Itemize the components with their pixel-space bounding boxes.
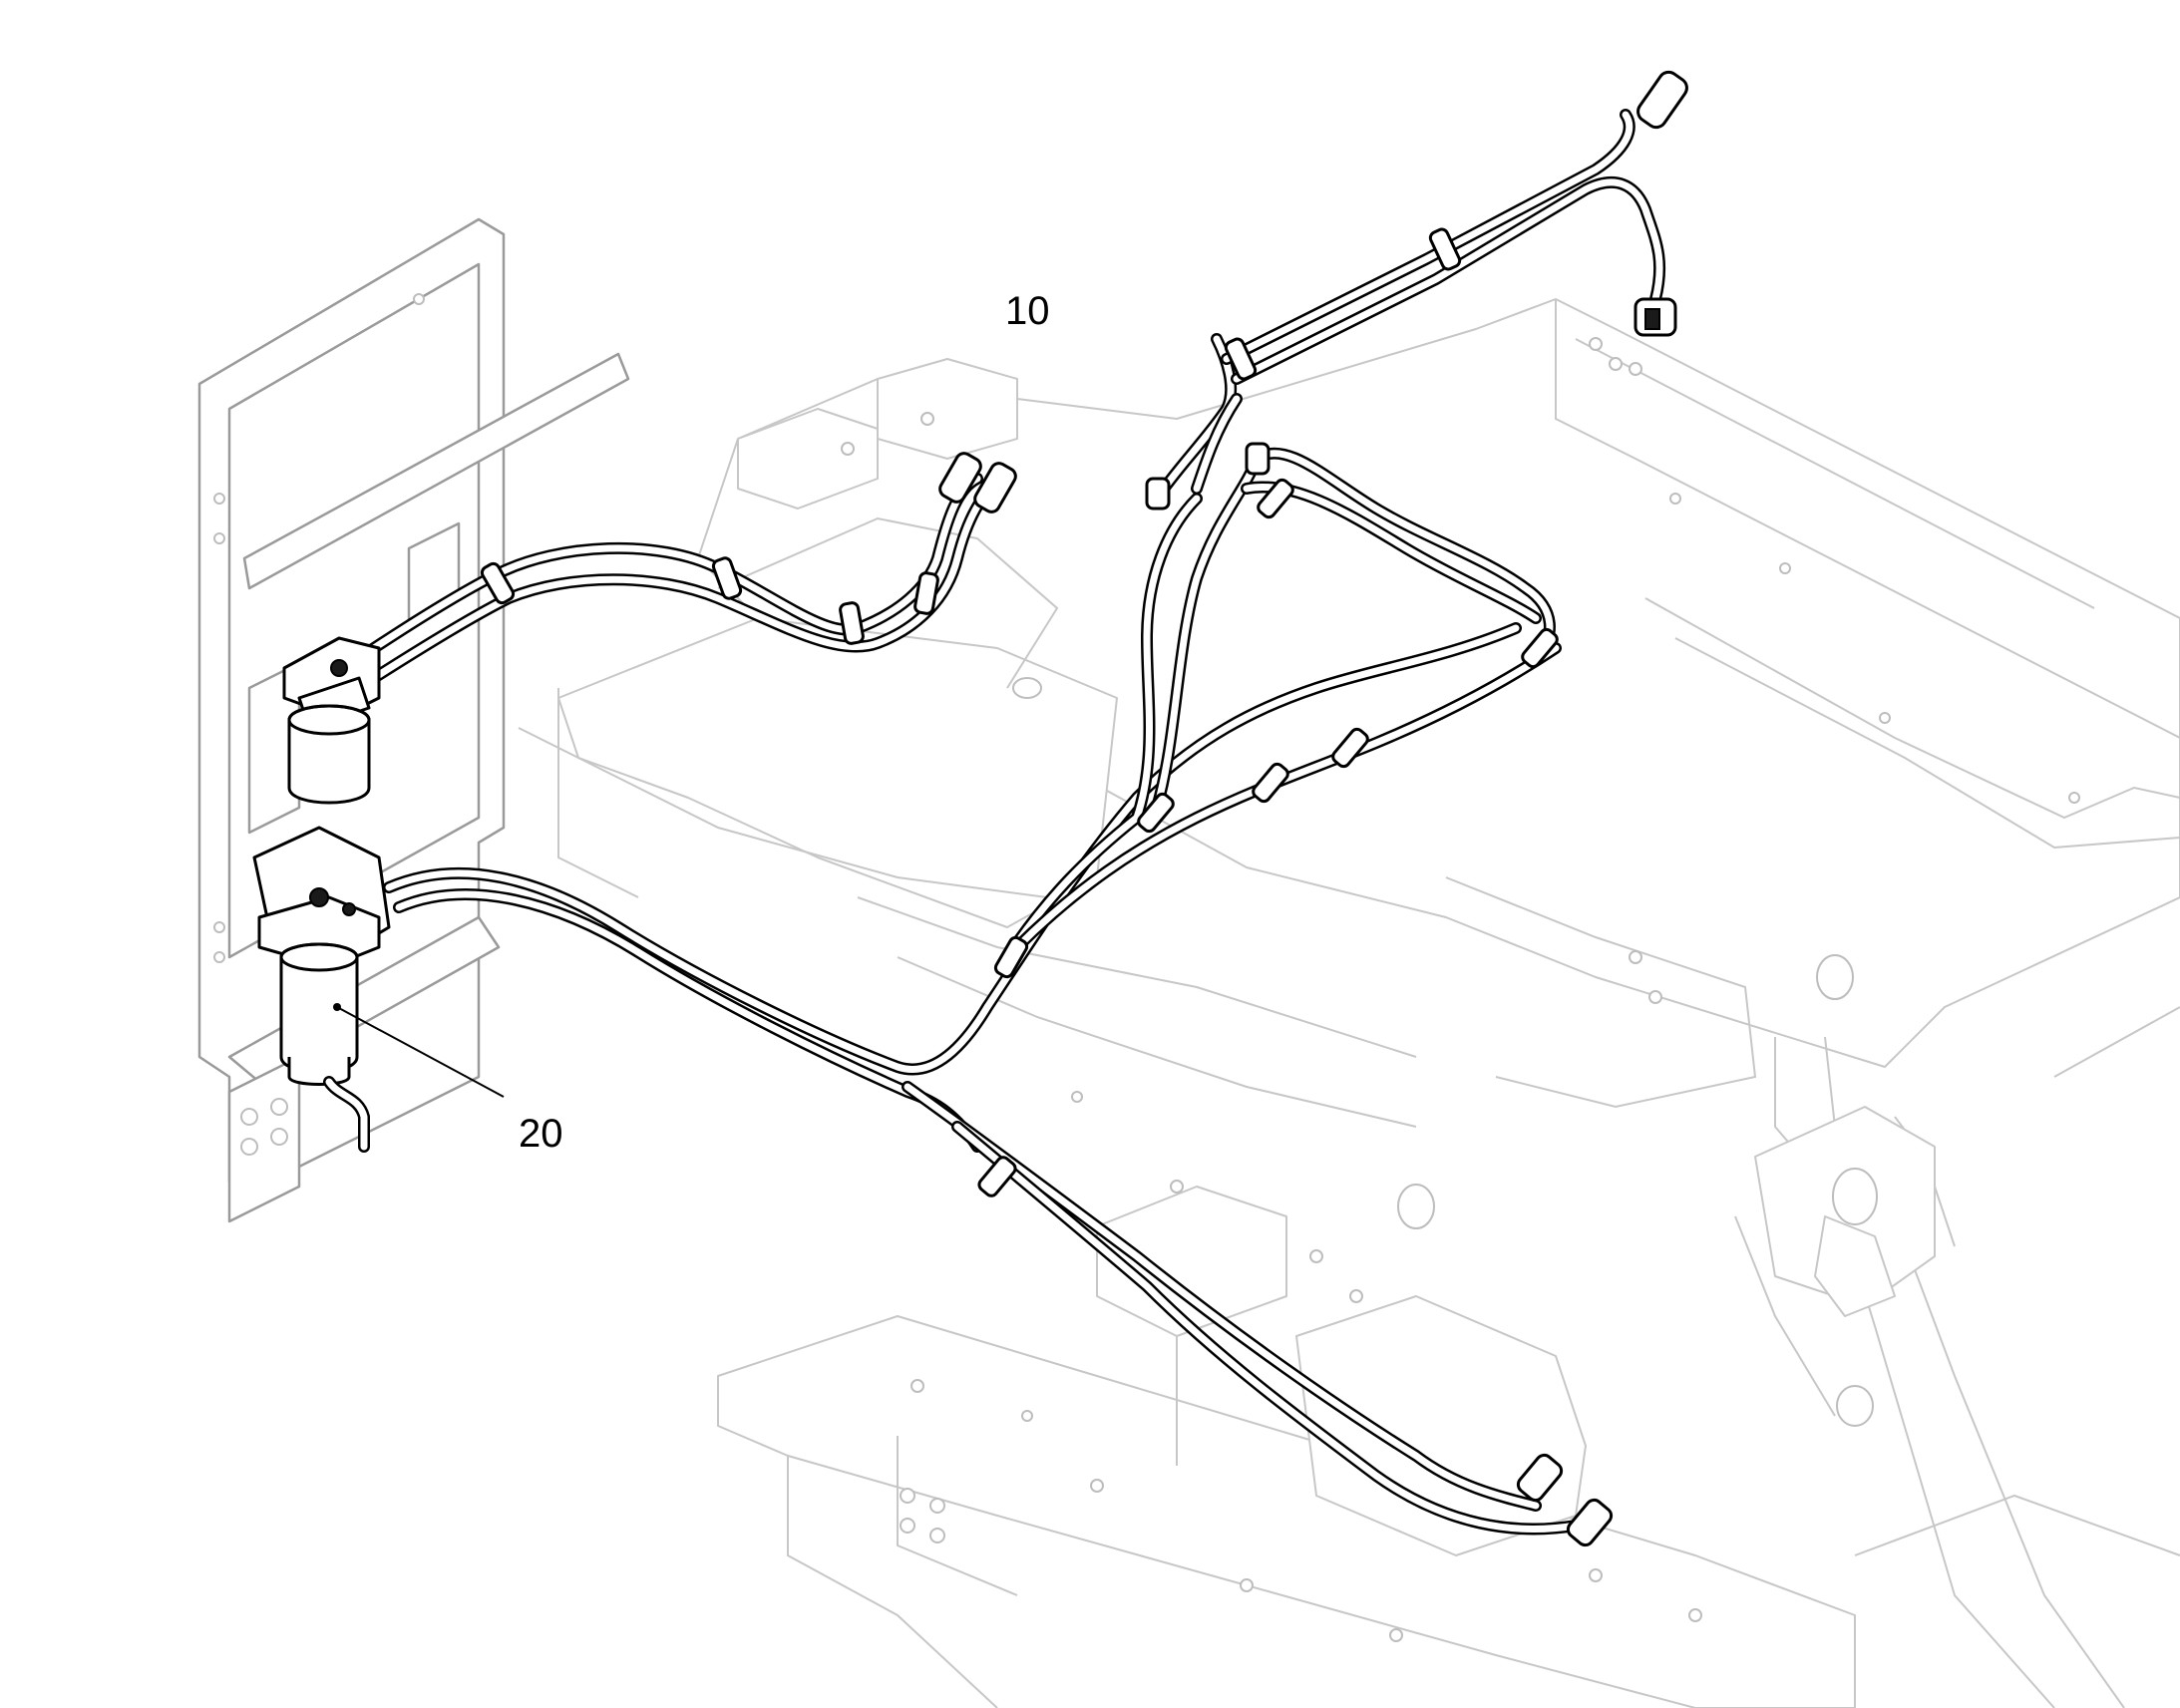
leader-line-fuel-filter xyxy=(336,1006,505,1098)
hose-clamps xyxy=(480,227,1559,1197)
fuel-filter xyxy=(252,826,391,1153)
callout-fuel-filter: 20 xyxy=(519,1112,563,1156)
hose-fittings xyxy=(938,70,1688,1547)
bolt-holes xyxy=(841,337,2080,1642)
filter-mounting-rack xyxy=(197,217,630,1223)
callout-fuel-hose-assembly: 10 xyxy=(1005,289,1050,333)
leader-dot-fuel-filter xyxy=(333,1003,341,1011)
callouts: 10 20 xyxy=(333,289,1050,1156)
upper-fuel-filter xyxy=(282,636,381,805)
machine-frame xyxy=(518,298,2180,1708)
